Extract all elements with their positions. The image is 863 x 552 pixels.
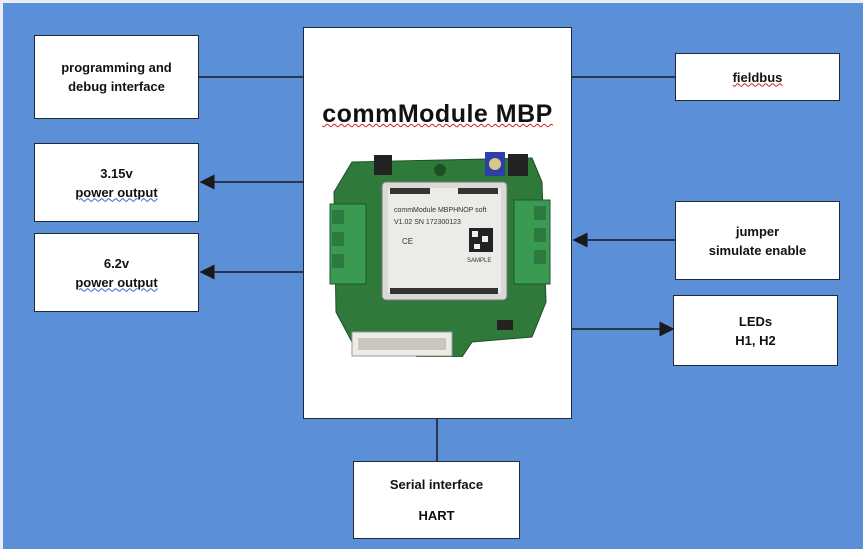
power62-line2: power output — [75, 274, 158, 290]
power62-line1: 6.2v — [103, 255, 130, 271]
programming-debug-box: programming and debug interface — [34, 35, 199, 119]
connector-lines — [198, 76, 675, 461]
power-62-box: 6.2v power output — [34, 233, 199, 312]
jumper-box: jumper simulate enable — [675, 201, 840, 280]
programming-line1: programming and — [61, 60, 172, 75]
power315-line1: 3.15v — [100, 165, 133, 181]
fieldbus-box: fieldbus — [675, 53, 840, 101]
serial-hart-box: Serial interface HART — [353, 461, 520, 539]
module-title: commModule MBP — [322, 100, 553, 128]
jumper-line2: simulate enable — [708, 242, 807, 258]
leds-line1: LEDs — [738, 313, 773, 329]
pcb-board-image: commModule MBPHNOP soft V1.02 SN 1723001… — [329, 152, 551, 357]
board-module-text: commModule MBPHNOP soft — [394, 207, 487, 214]
board-sample-text: SAMPLE — [467, 258, 491, 264]
serial-line2: HART — [418, 508, 455, 524]
power315-line2: power output — [75, 184, 158, 200]
leds-line2: H1, H2 — [735, 332, 776, 348]
power-315-box: 3.15v power output — [34, 143, 199, 222]
comm-module-box: commModule MBP commM — [303, 27, 572, 419]
serial-line1: Serial interface — [389, 476, 484, 492]
jumper-line1: jumper — [735, 223, 780, 239]
leds-box: LEDs H1, H2 — [673, 295, 838, 366]
fieldbus-label: fieldbus — [732, 69, 783, 85]
programming-line2: debug interface — [68, 79, 165, 94]
board-serial-text: V1.02 SN 172300123 — [394, 219, 461, 226]
svg-text:CE: CE — [402, 237, 413, 246]
